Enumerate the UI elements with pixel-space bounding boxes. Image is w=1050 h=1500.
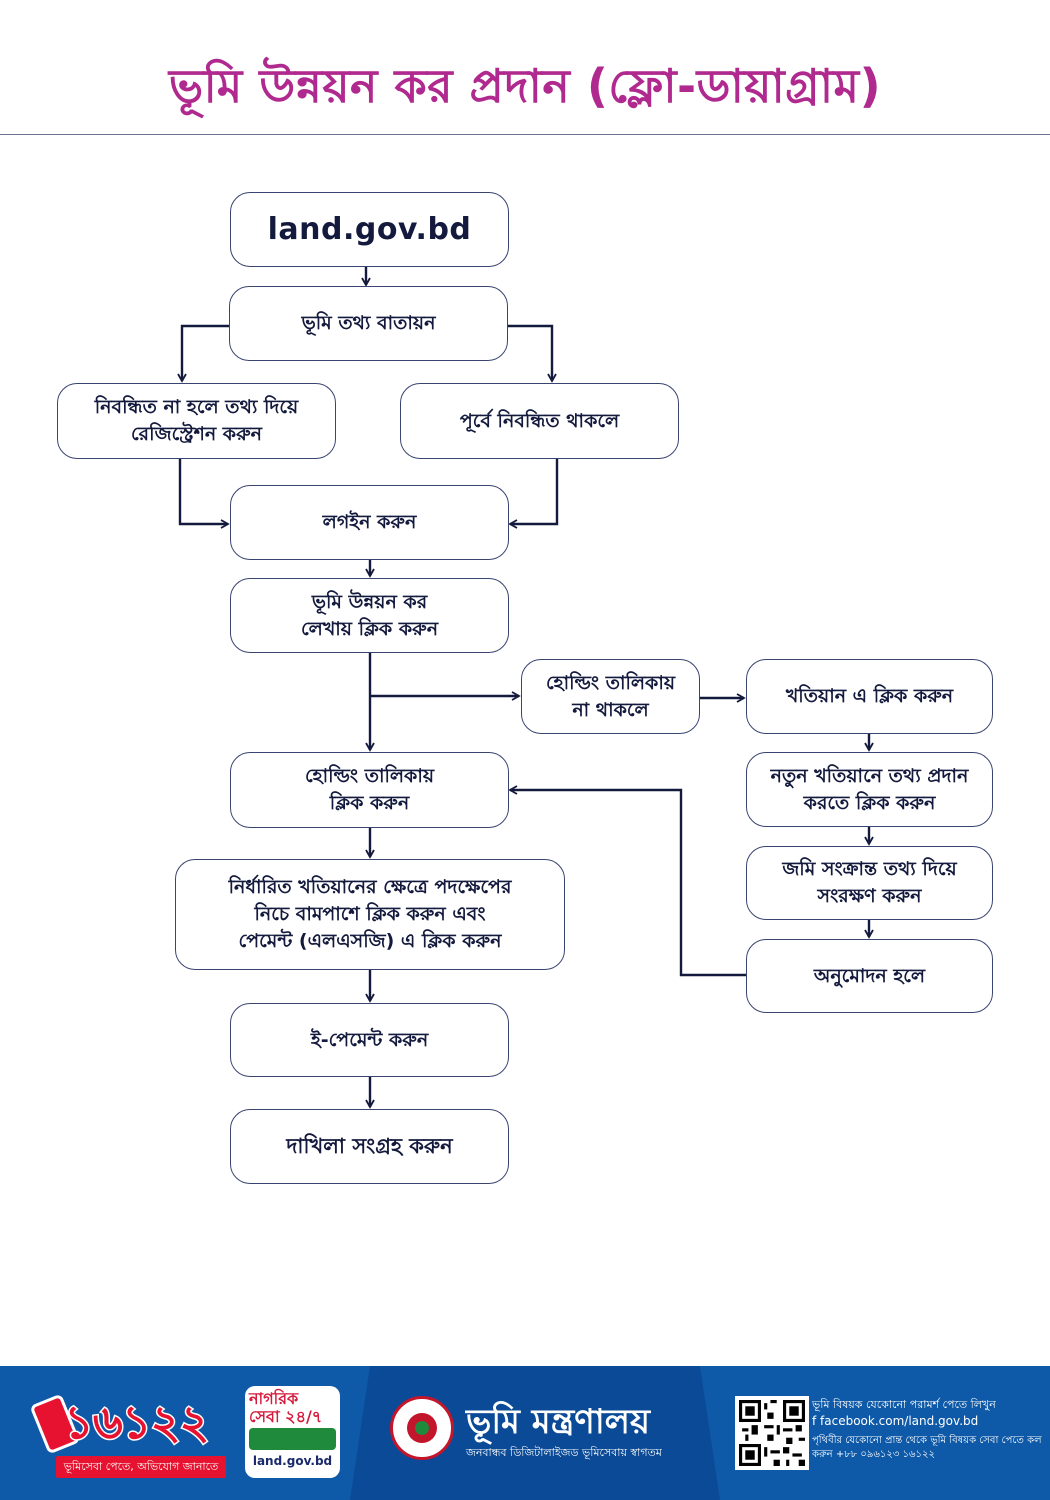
arrow-register-to-login <box>178 459 230 529</box>
nagorik-title: নাগরিক <box>249 1389 299 1408</box>
arrow-portal-to-registered <box>507 324 557 383</box>
seal-map-icon <box>415 1421 429 1435</box>
arrow-approved-to-holding <box>508 785 747 977</box>
flow-connectors <box>177 266 874 1109</box>
node-login: লগইন করুন <box>230 485 509 560</box>
arrow-registered-to-login <box>508 459 559 529</box>
node-registered: পূর্বে নিবন্ধিত থাকলে <box>400 383 679 459</box>
footer-call-text: পৃথিবীর যেকোনো প্রান্ত থেকে ভূমি বিষয়ক … <box>812 1435 1042 1460</box>
footer-banner: ১৬১২২ ভূমিসেবা পেতে, অভিযোগ জানাতে নাগরি… <box>0 1366 1050 1500</box>
hotline-tagline: ভূমিসেবা পেতে, অভিযোগ জানাতে <box>56 1456 226 1478</box>
ministry-name: ভূমি মন্ত্রণালয় <box>466 1402 651 1442</box>
node-not-in-holding: হোল্ডিং তালিকায় না থাকলে <box>521 659 700 734</box>
government-seal-icon <box>390 1396 454 1460</box>
arrow-portal-to-register <box>177 324 229 383</box>
nagorik-seba-logo: নাগরিক সেবা ২৪/৭ land.gov.bd <box>245 1386 340 1478</box>
footer-advice-text: ভূমি বিষয়ক যেকোনো পরামর্শ পেতে লিখুন <box>812 1398 996 1411</box>
node-register: নিবন্ধিত না হলে তথ্য দিয়ে রেজিস্ট্রেশন … <box>57 383 336 459</box>
node-ldtax-click: ভূমি উন্নয়ন কর লেখায় ক্লিক করুন <box>230 578 509 653</box>
page-title: ভূমি উন্নয়ন কর প্রদান (ফ্লো-ডায়াগ্রাম) <box>168 59 882 113</box>
hotline-badge: ১৬১২২ ভূমিসেবা পেতে, অভিযোগ জানাতে <box>29 1388 230 1478</box>
node-portal: ভূমি তথ্য বাতায়ন <box>229 286 508 361</box>
nagorik-url: land.gov.bd <box>252 1454 333 1468</box>
node-land-info-save: জমি সংক্রান্ত তথ্য দিয়ে সংরক্ষণ করুন <box>746 846 993 920</box>
node-collect-receipt: দাখিলা সংগ্রহ করুন <box>230 1109 509 1184</box>
node-new-khatian: নতুন খতিয়ানে তথ্য প্রদান করতে ক্লিক করু… <box>746 752 993 827</box>
node-epayment: ই-পেমেন্ট করুন <box>230 1003 509 1077</box>
nagorik-service: সেবা ২৪/৭ <box>249 1407 323 1426</box>
ministry-tagline: জনবান্ধব ডিজিটালাইজড ভূমিসেবায় স্বাগতম <box>466 1446 662 1459</box>
field-icon <box>249 1428 336 1450</box>
title-divider <box>0 134 1050 135</box>
hotline-number: ১৬১২২ <box>62 1394 210 1451</box>
node-khatian-click: খতিয়ান এ ক্লিক করুন <box>746 659 993 734</box>
node-holding-click: হোল্ডিং তালিকায় ক্লিক করুন <box>230 752 509 828</box>
qr-code-icon <box>735 1396 809 1470</box>
node-approved: অনুমোদন হলে <box>746 939 993 1013</box>
facebook-link[interactable]: f facebook.com/land.gov.bd <box>812 1414 979 1428</box>
node-select-khatian: নির্ধারিত খতিয়ানের ক্ষেত্রে পদক্ষেপের ন… <box>175 859 565 970</box>
node-website: land.gov.bd <box>230 192 509 267</box>
